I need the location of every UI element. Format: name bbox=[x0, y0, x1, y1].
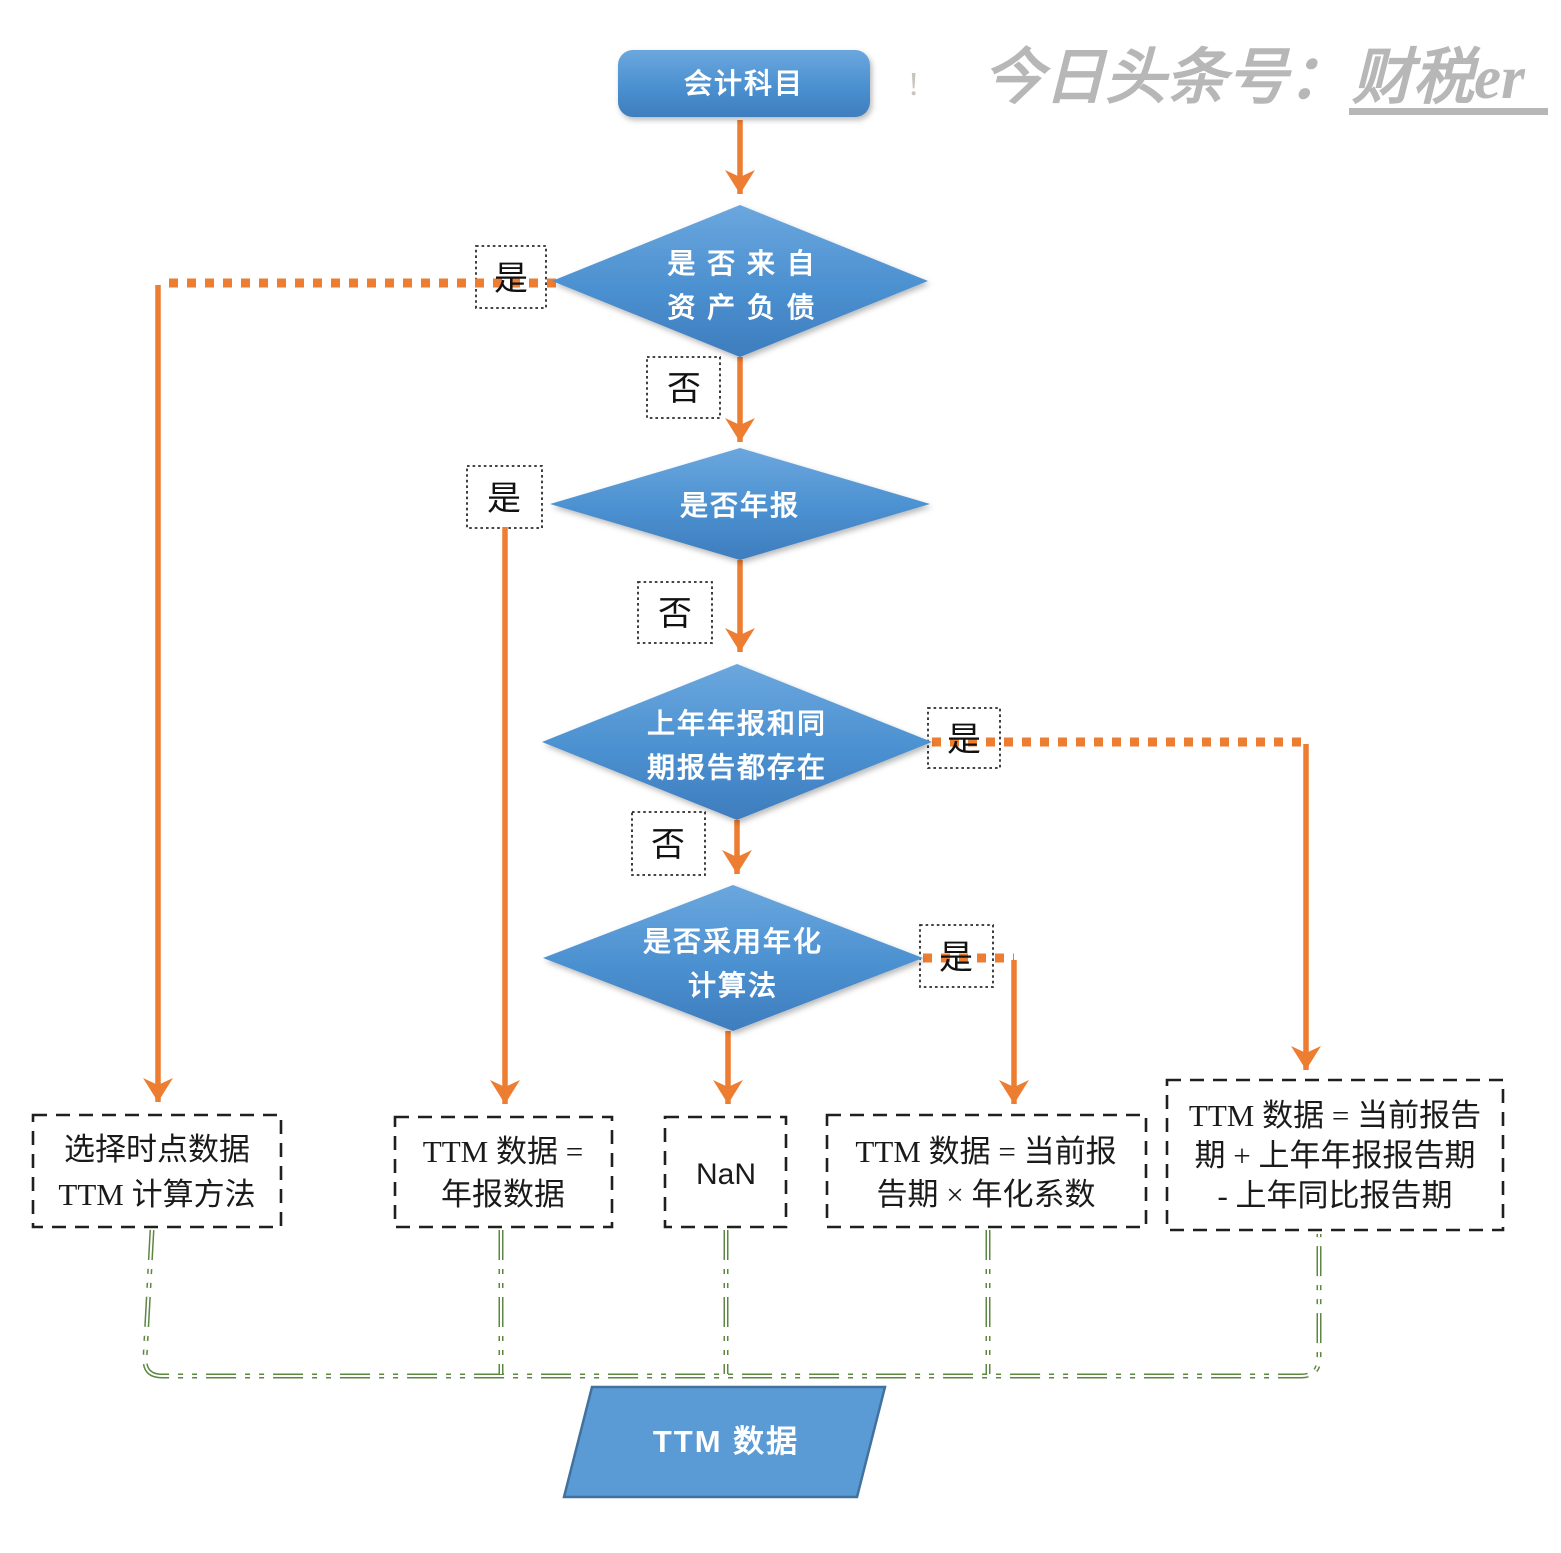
start-label: 会计科目 bbox=[684, 68, 804, 99]
r3-label: NaN bbox=[696, 1158, 756, 1191]
label-no-3: 否 bbox=[651, 827, 685, 864]
label-no-2: 否 bbox=[658, 596, 692, 633]
label-box-no-3 bbox=[631, 811, 706, 876]
merge-connectors bbox=[142, 1229, 1322, 1379]
label-box-no-1 bbox=[646, 356, 721, 419]
decision-annual-report bbox=[550, 448, 930, 560]
d4-label-line1: 是否采用年化 bbox=[643, 925, 823, 957]
flow-arrows bbox=[143, 120, 1321, 1104]
d3-label-line1: 上年年报和同 bbox=[647, 707, 827, 739]
d2-label: 是否年报 bbox=[680, 489, 800, 521]
decision-from-balance-sheet bbox=[552, 205, 928, 357]
d3-label-line2: 期报告都存在 bbox=[647, 751, 827, 783]
result-ttm-annual bbox=[393, 1115, 614, 1229]
label-box-no-2 bbox=[637, 581, 713, 644]
result-ttm-sum bbox=[1165, 1078, 1505, 1232]
r4-line2: 告期 × 年化系数 bbox=[877, 1177, 1096, 1212]
r4-line1: TTM 数据 = 当前报 bbox=[855, 1134, 1116, 1169]
start-node bbox=[618, 50, 870, 117]
label-yes-2: 是 bbox=[487, 481, 521, 518]
d1-label-line2: 资 产 负 债 bbox=[667, 292, 816, 323]
r2-line2: 年报数据 bbox=[441, 1177, 565, 1212]
stray-mark: ! bbox=[908, 66, 919, 103]
result-select-point-data bbox=[31, 1113, 283, 1229]
r5-line3: - 上年同比报告期 bbox=[1217, 1178, 1452, 1213]
output-ttm-data bbox=[562, 1385, 887, 1499]
watermark-underline bbox=[1349, 108, 1548, 115]
decision-annualized-method bbox=[543, 885, 923, 1031]
label-yes-3: 是 bbox=[947, 722, 981, 759]
r5-line1: TTM 数据 = 当前报告 bbox=[1189, 1098, 1481, 1133]
d1-label-line1: 是 否 来 自 bbox=[667, 248, 816, 279]
result-nan bbox=[663, 1115, 788, 1229]
output-label: TTM 数据 bbox=[653, 1424, 799, 1459]
label-yes-4: 是 bbox=[939, 940, 973, 977]
merge-connector-main-core bbox=[143, 1229, 1320, 1377]
label-yes-1: 是 bbox=[494, 261, 528, 298]
r2-line1: TTM 数据 = bbox=[423, 1134, 583, 1169]
label-box-yes-2 bbox=[466, 465, 543, 529]
d4-label-line2: 计算法 bbox=[688, 969, 778, 1001]
r1-line2: TTM 计算方法 bbox=[58, 1177, 255, 1212]
label-no-1: 否 bbox=[667, 371, 701, 408]
watermark-text: 今日头条号： bbox=[983, 43, 1349, 111]
label-box-yes-1 bbox=[475, 245, 547, 309]
decision-prior-reports-exist bbox=[542, 664, 932, 820]
result-ttm-annualized bbox=[825, 1113, 1148, 1229]
watermark: 今日头条号： 财税er ! bbox=[908, 43, 1548, 115]
merge-connector-main bbox=[142, 1229, 1322, 1379]
watermark-account: 财税er bbox=[1352, 45, 1526, 112]
r5-line2: 期 + 上年年报报告期 bbox=[1195, 1138, 1476, 1173]
r1-line1: 选择时点数据 bbox=[64, 1132, 250, 1167]
